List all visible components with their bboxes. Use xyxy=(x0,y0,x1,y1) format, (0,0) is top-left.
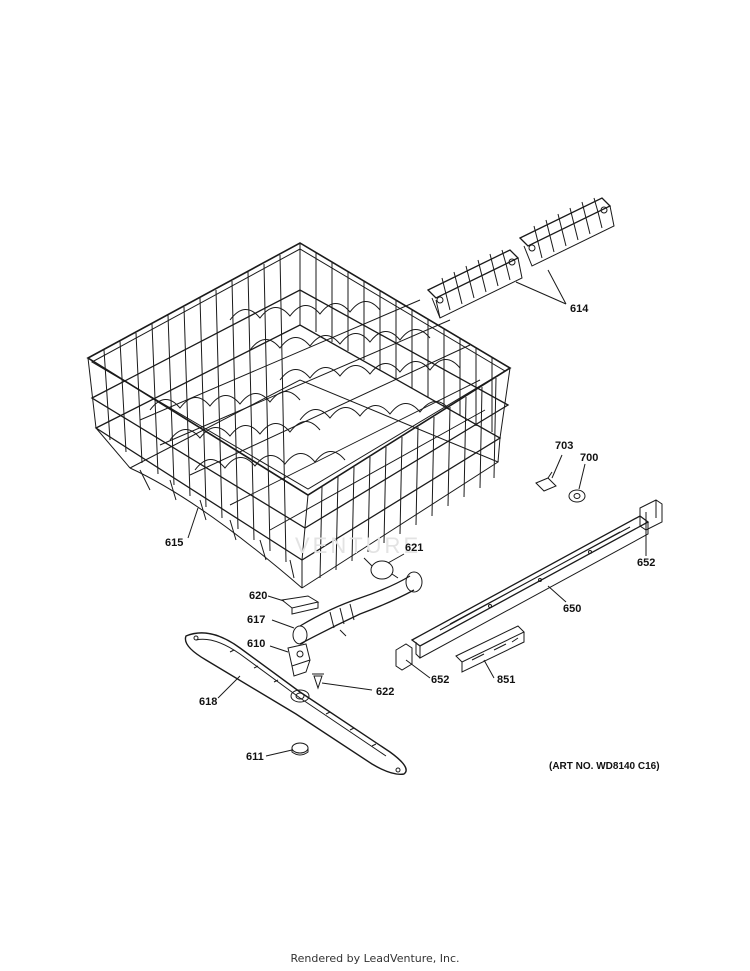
callout-611[interactable]: 611 xyxy=(246,751,264,763)
leader-700 xyxy=(578,463,586,490)
leader-703 xyxy=(551,454,563,479)
cap-611 xyxy=(291,742,309,756)
callout-621[interactable]: 621 xyxy=(405,542,424,554)
callout-652-bottom[interactable]: 652 xyxy=(431,674,450,686)
valve-610 xyxy=(287,643,311,677)
end-cap-652-top xyxy=(639,499,663,531)
dish-rack-615 xyxy=(86,242,512,589)
leader-610 xyxy=(269,645,289,653)
spray-arm-618 xyxy=(184,632,407,775)
callout-851[interactable]: 851 xyxy=(497,674,516,686)
callout-650[interactable]: 650 xyxy=(563,603,582,615)
watermark: VENTURE xyxy=(295,533,422,558)
leader-611 xyxy=(265,749,293,757)
cap-620 xyxy=(280,595,320,615)
leader-652-bottom xyxy=(405,659,431,679)
leader-614 xyxy=(515,269,567,305)
tine-row-614-left xyxy=(426,249,523,319)
leader-621 xyxy=(387,553,405,564)
end-cap-652-bottom xyxy=(395,643,413,671)
callout-617[interactable]: 617 xyxy=(247,614,266,626)
callout-610[interactable]: 610 xyxy=(247,638,266,650)
leader-650 xyxy=(547,585,567,603)
leader-618 xyxy=(217,675,241,699)
tine-row-614-right xyxy=(518,197,615,267)
callout-618[interactable]: 618 xyxy=(199,696,218,708)
callout-614[interactable]: 614 xyxy=(570,303,589,315)
callout-700[interactable]: 700 xyxy=(580,452,599,464)
leader-851 xyxy=(483,659,495,679)
clip-703 xyxy=(535,471,557,492)
callout-703[interactable]: 703 xyxy=(555,440,574,452)
leader-622 xyxy=(321,682,373,691)
feed-tube-617 xyxy=(292,571,423,645)
rail-support-851 xyxy=(455,625,525,673)
leader-615 xyxy=(187,507,199,539)
callout-620[interactable]: 620 xyxy=(249,590,268,602)
callout-652-top[interactable]: 652 xyxy=(637,557,656,569)
nut-700 xyxy=(568,489,586,503)
clamp-621 xyxy=(363,557,399,580)
callout-622[interactable]: 622 xyxy=(376,686,395,698)
leader-620 xyxy=(267,595,285,602)
art-number: (ART NO. WD8140 C16) xyxy=(549,761,660,772)
rail-650 xyxy=(410,515,650,659)
leader-617 xyxy=(271,619,295,629)
screw-622 xyxy=(312,673,324,690)
footer-credit: Rendered by LeadVenture, Inc. xyxy=(290,952,460,965)
callout-615[interactable]: 615 xyxy=(165,537,184,549)
